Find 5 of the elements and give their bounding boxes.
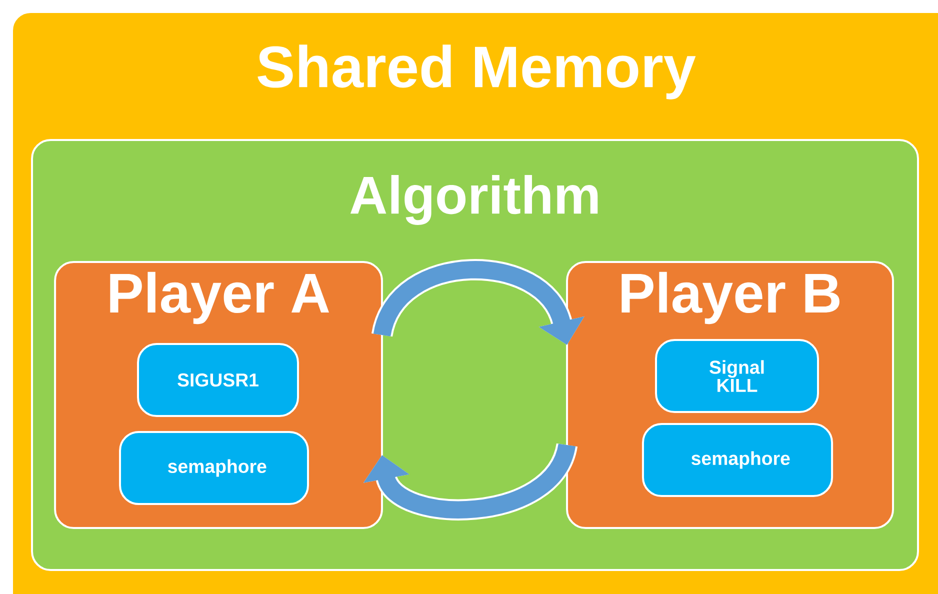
signal-box: Signal KILL — [655, 339, 819, 413]
curved-arrow — [363, 442, 578, 520]
semaphore-box: semaphore — [642, 423, 834, 497]
signal-box: SIGUSR1 — [137, 343, 299, 417]
semaphore-box: semaphore — [119, 431, 309, 505]
